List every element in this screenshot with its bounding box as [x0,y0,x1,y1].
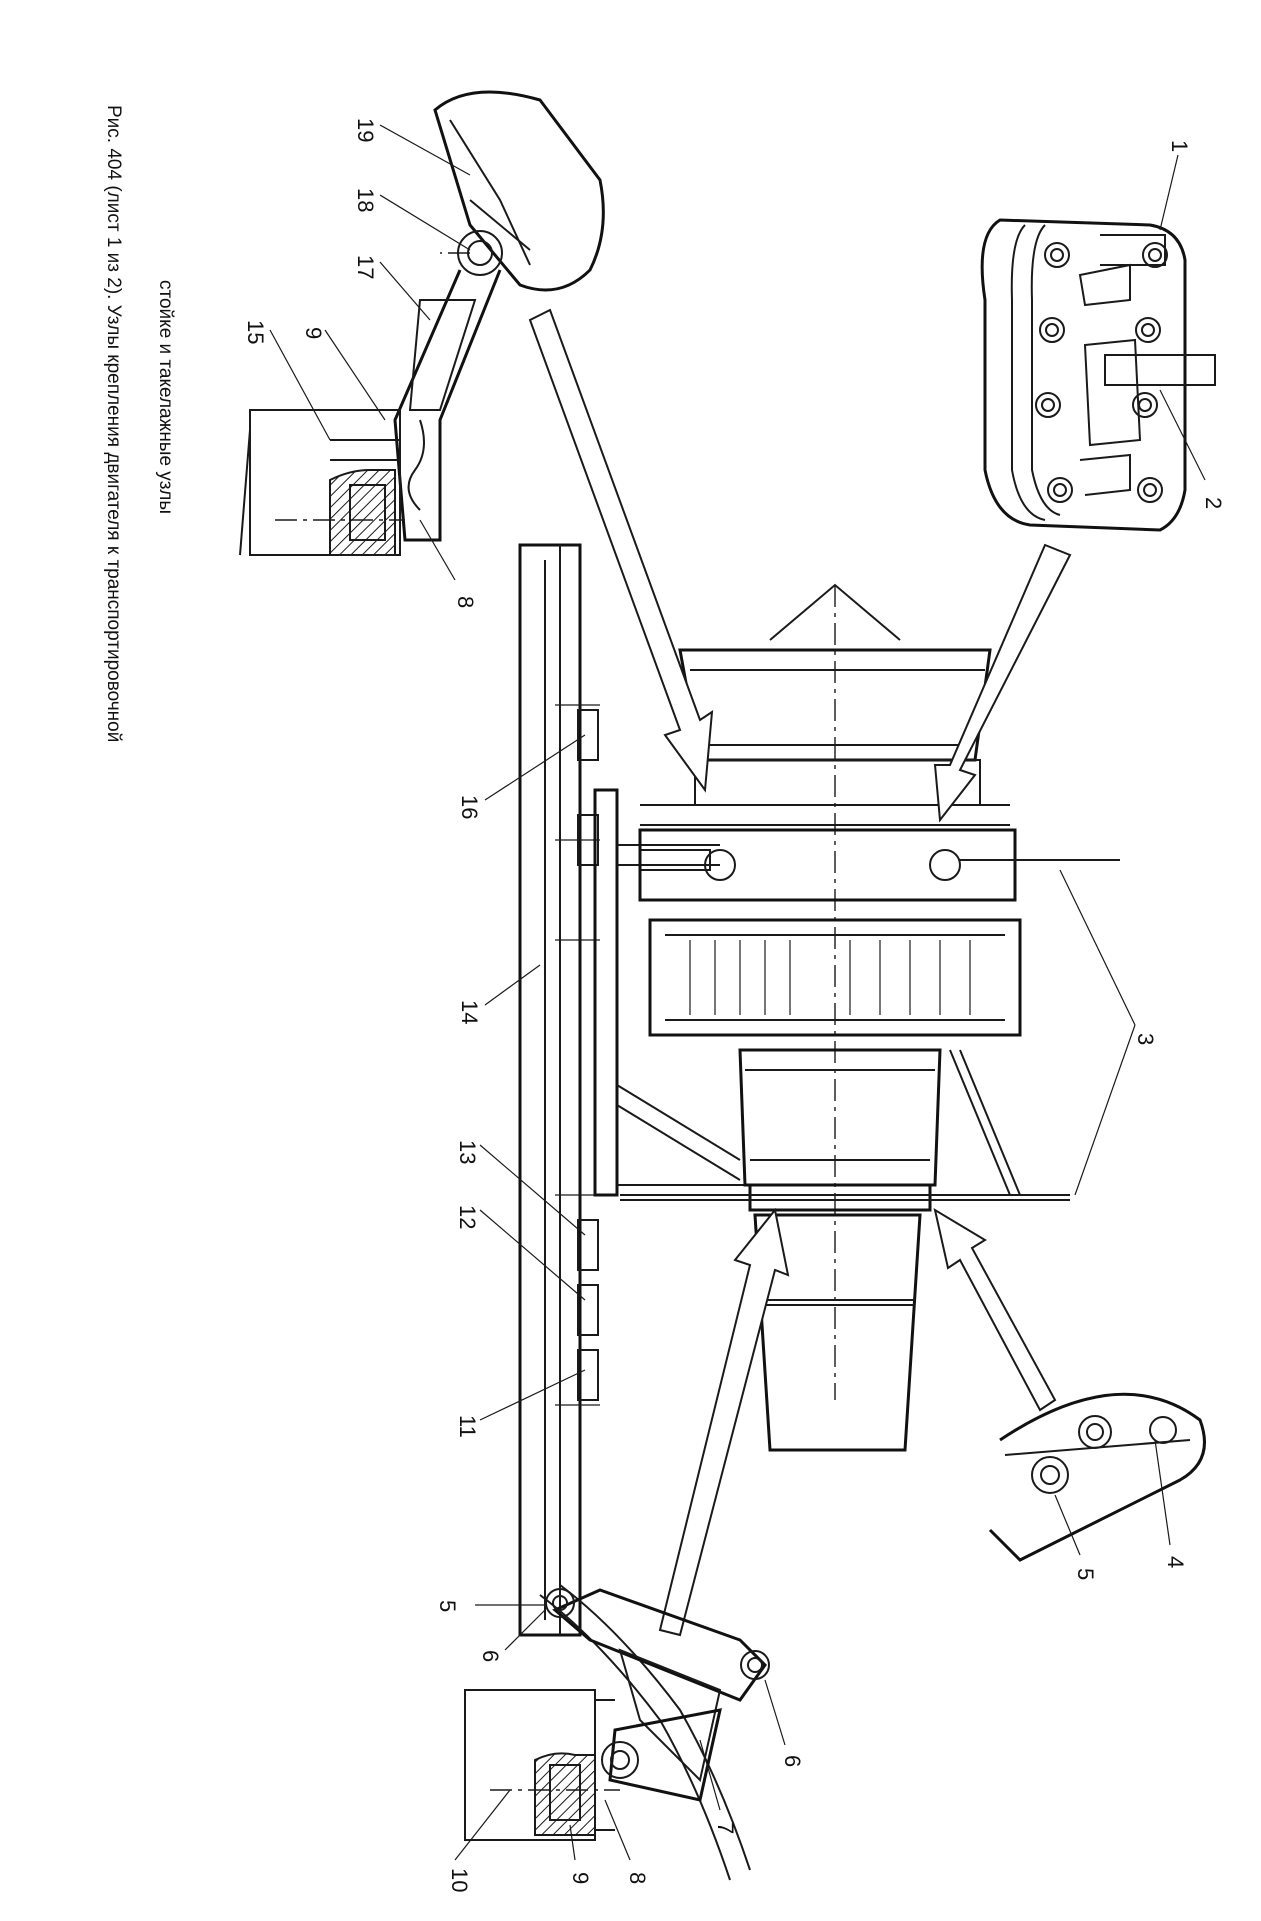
figure-caption: Рис. 404 (лист 1 из 2). Узлы крепления д… [103,105,176,742]
callout-label-11: 11 [455,1415,480,1438]
callout-label-16: 15 [243,320,268,344]
callout-label-13: 13 [455,1140,480,1164]
callout-12: 12 [455,1205,586,1301]
callout-label-10: 10 [447,1868,472,1892]
callout-6-left: 6 [478,1609,546,1662]
callout-5-bottom: 5 [435,1600,545,1612]
caption-line-2: стойке и такелажные узлы [155,280,176,514]
callout-label-6-left: 6 [478,1650,503,1662]
detail-rear-tackle-bracket [239,90,605,556]
callout-8-top: 8 [419,519,478,608]
callout-label-3: 3 [1133,1033,1158,1045]
view-arrow-top-left [528,308,714,793]
detail-link-plate [988,1392,1206,1562]
view-arrow-bottom-left [658,1207,790,1637]
callout-label-2: 2 [1201,497,1226,509]
view-arrow-bottom-right [933,1207,1057,1412]
callout-7: 7 [699,1739,738,1834]
callout-10: 10 [447,1789,511,1892]
callout-8-bottom: 8 [604,1799,650,1884]
callout-13: 13 [455,1140,586,1236]
callout-label-9-bottom: 9 [568,1872,593,1884]
callout-6-right: 6 [764,1679,805,1767]
callout-label-17: 17 [353,255,378,279]
callout-15: 16 [457,734,586,819]
callout-label-8-bottom: 8 [625,1872,650,1884]
detail-front-mount-bracket [980,218,1216,532]
callout-9-top: 9 [301,327,386,421]
callout-label-8-top: 8 [453,596,478,608]
callout-label-1: 1 [1167,140,1192,152]
callout-14: 14 [457,964,541,1024]
engine-assembly [620,583,1120,1452]
callout-4: 4 [1154,1439,1188,1568]
callout-16: 15 [243,320,331,441]
callout-18: 18 [353,188,471,251]
callout-2: 2 [1159,389,1226,509]
callout-label-15: 16 [457,795,482,819]
callout-label-7: 7 [713,1822,738,1834]
callout-label-19: 19 [353,118,378,142]
callout-label-9-top: 9 [301,327,326,339]
detail-side-mount-bracket [464,1584,770,1881]
callout-1: 1 [1159,140,1192,231]
callout-9-bottom: 9 [568,1824,593,1884]
callout-label-14: 14 [457,1000,482,1024]
caption-line-1: Рис. 404 (лист 1 из 2). Узлы крепления д… [103,105,124,742]
callout-label-18: 18 [353,188,378,212]
callout-19: 19 [353,118,471,176]
callout-17: 17 [353,255,431,321]
callout-label-5-bottom: 5 [435,1600,460,1612]
callout-5-right: 5 [1054,1494,1098,1580]
callout-label-6-right: 6 [780,1755,805,1767]
callout-11: 11 [455,1369,586,1438]
transport-stand-frame [518,543,780,1637]
callout-label-5-right: 5 [1073,1568,1098,1580]
view-arrow-top-right [933,543,1072,823]
callout-label-12: 12 [455,1205,480,1229]
callout-label-4: 4 [1163,1556,1188,1568]
callout-3: 3 [1059,869,1158,1196]
